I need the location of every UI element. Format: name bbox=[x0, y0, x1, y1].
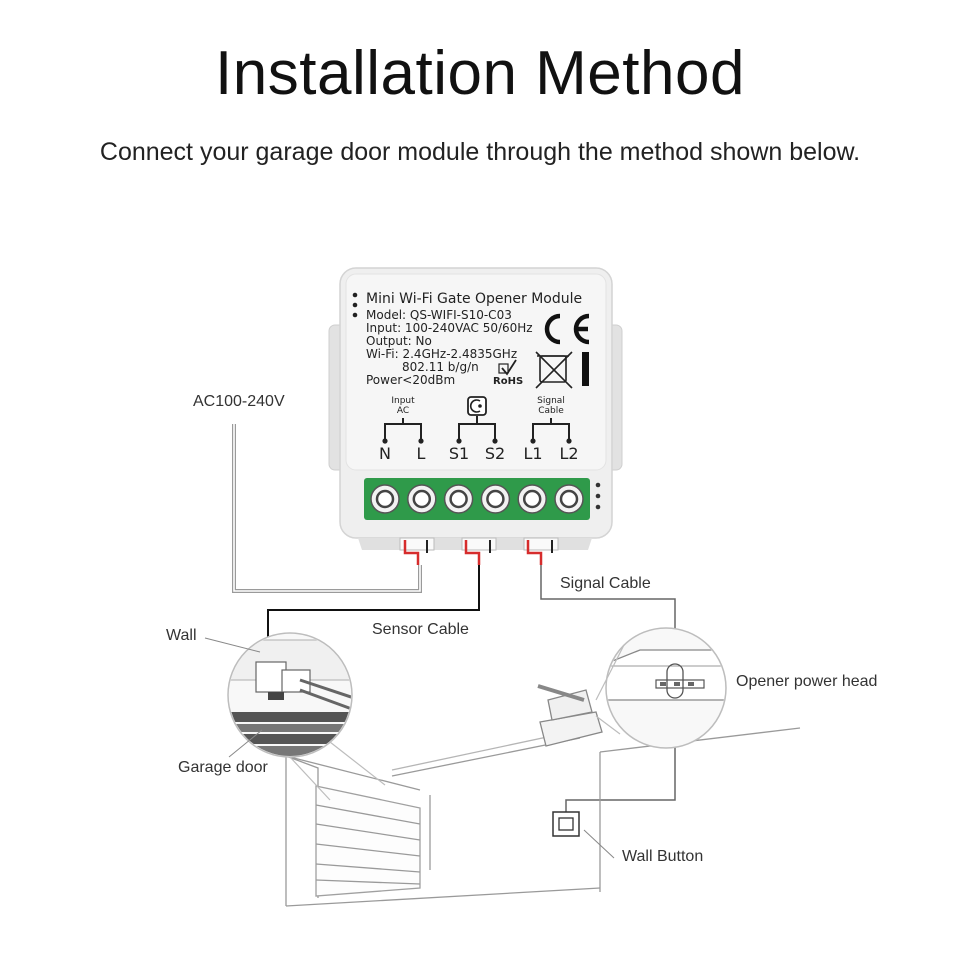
gate-opener-module bbox=[328, 267, 623, 565]
terminal-screw-l2 bbox=[554, 484, 584, 514]
terminal-label-s2: S2 bbox=[484, 444, 506, 463]
terminal-screw-l1 bbox=[517, 484, 547, 514]
wire-exits bbox=[399, 537, 559, 565]
module-spec-power: Power<20dBm bbox=[366, 373, 456, 387]
terminal-label-l: L bbox=[416, 444, 426, 463]
signal-cable-label: Signal Cable bbox=[560, 575, 651, 592]
terminal-screws bbox=[370, 484, 584, 514]
terminal-screw-s2 bbox=[480, 484, 511, 514]
module-name: Mini Wi-Fi Gate Opener Module bbox=[366, 291, 583, 307]
wall-zoom-circle bbox=[227, 632, 386, 801]
rohs-check-icon bbox=[501, 359, 517, 376]
garage-illustration bbox=[285, 684, 801, 907]
weee-bin-icon bbox=[535, 351, 573, 389]
sensor-icon bbox=[467, 396, 487, 416]
weee-bar-icon bbox=[582, 352, 589, 386]
terminal-screw-l bbox=[407, 484, 437, 514]
module-spec-input: Input: 100-240VAC 50/60Hz bbox=[366, 321, 533, 335]
terminal-screw-s1 bbox=[443, 484, 474, 514]
signal-group-label: Signal Cable bbox=[537, 396, 565, 416]
terminal-label-l1: L1 bbox=[523, 444, 543, 463]
module-spec-protocol: 802.11 b/g/n bbox=[402, 360, 479, 374]
ce-mark-icon bbox=[544, 313, 590, 345]
terminal-label-n: N bbox=[379, 444, 391, 463]
module-spec-output: Output: No bbox=[366, 334, 432, 348]
wall-button-label: Wall Button bbox=[622, 848, 704, 865]
leader-lines bbox=[204, 637, 615, 859]
sensor-cable-wire bbox=[267, 565, 480, 660]
wall-button-icon bbox=[552, 811, 580, 837]
sensor-cable-label: Sensor Cable bbox=[372, 621, 469, 638]
opener-zoom-circle bbox=[595, 627, 727, 749]
ac-power-wire bbox=[232, 424, 422, 593]
rohs-label: RoHS bbox=[493, 376, 524, 387]
module-spec-model: Model: QS-WIFI-S10-C03 bbox=[366, 308, 512, 322]
module-spec-wifi: Wi-Fi: 2.4GHz-2.4835GHz bbox=[366, 347, 518, 361]
input-group-label: Input AC bbox=[391, 396, 415, 416]
ac-voltage-label: AC100-240V bbox=[193, 393, 285, 410]
wall-label: Wall bbox=[166, 627, 197, 644]
opener-power-head-label: Opener power head bbox=[736, 673, 878, 690]
terminal-label-l2: L2 bbox=[559, 444, 579, 463]
terminal-label-s1: S1 bbox=[448, 444, 470, 463]
terminal-screw-n bbox=[370, 484, 400, 514]
garage-door-label: Garage door bbox=[178, 759, 268, 776]
page-subtitle: Connect your garage door module through … bbox=[99, 138, 861, 166]
terminal-bracket-lines bbox=[384, 416, 570, 440]
page-title: Installation Method bbox=[215, 39, 745, 108]
